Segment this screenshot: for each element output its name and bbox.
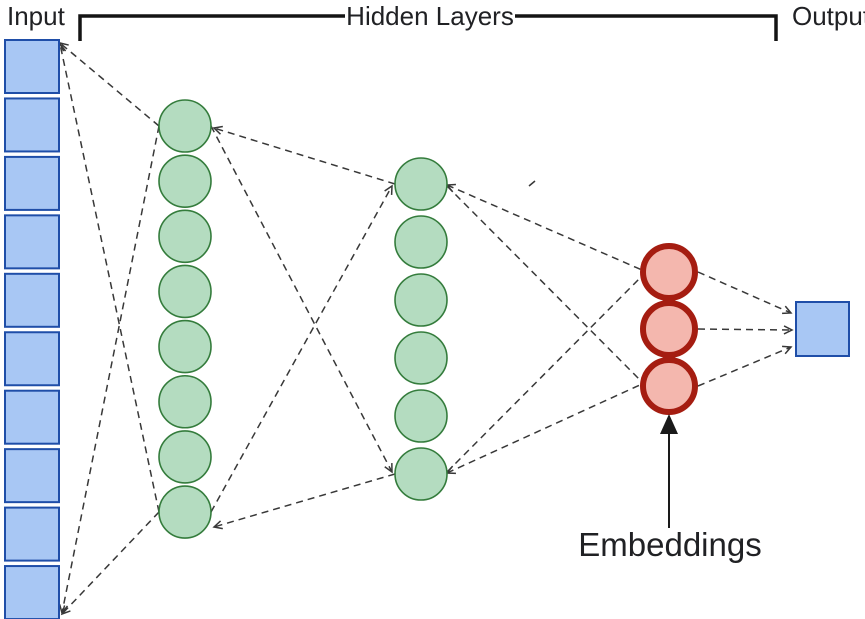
input-node-5 (4, 272, 60, 328)
connection-line-10 (446, 185, 644, 384)
hidden2-node-1 (394, 157, 448, 211)
hidden2-node-5 (394, 389, 448, 443)
hidden2-node-4 (394, 331, 448, 385)
bracket-right (515, 14, 778, 41)
hidden-layers-label: Hidden Layers (346, 1, 514, 31)
input-node-1 (4, 39, 60, 94)
input-node-4 (4, 214, 60, 270)
connection-line-5 (212, 125, 396, 185)
connection-line-14 (697, 325, 794, 335)
edges-layer (57, 41, 794, 616)
connection-line-12 (445, 383, 643, 475)
input-node-8 (4, 448, 60, 504)
hidden1-node-4 (158, 264, 212, 319)
input-node-3 (4, 155, 60, 211)
embeddings-arrow (660, 414, 678, 528)
connection-line-9 (445, 183, 643, 271)
connection-line-6 (212, 473, 396, 530)
hidden2-node-6 (394, 447, 448, 501)
connection-line-2 (57, 42, 160, 513)
connection-line-8 (210, 184, 393, 513)
hidden2-node-3 (394, 273, 448, 327)
input-node-7 (4, 389, 60, 445)
input-node-6 (4, 331, 60, 387)
connection-line-4 (60, 511, 160, 616)
embedding-node-3 (640, 357, 698, 415)
output-node-group (795, 301, 850, 357)
hidden-layer-1-nodes (158, 99, 212, 539)
bracket-left (78, 14, 345, 41)
hidden1-node-3 (158, 209, 212, 264)
hidden1-node-7 (158, 430, 212, 484)
input-label: Input (7, 1, 65, 31)
output-node (795, 301, 850, 357)
connection-line-3 (58, 125, 160, 615)
embedding-node-2 (640, 300, 698, 358)
input-layer-nodes (4, 39, 60, 619)
embedding-node-1 (640, 243, 698, 301)
input-node-10 (4, 565, 60, 619)
hidden-layer-2-nodes (394, 157, 448, 501)
connection-line-15 (697, 345, 793, 387)
hidden1-node-2 (158, 154, 212, 208)
hidden-layers-bracket (78, 14, 778, 41)
output-label: Output (792, 1, 865, 31)
embeddings-label: Embeddings (578, 526, 762, 563)
connection-line-7 (210, 125, 393, 474)
connection-line-13 (697, 271, 793, 315)
hidden1-node-5 (158, 319, 212, 374)
embeddings-arrowhead-icon (660, 414, 678, 434)
stray-mark (528, 180, 536, 187)
hidden1-node-6 (158, 374, 212, 429)
hidden1-node-1 (158, 99, 212, 153)
input-node-9 (4, 506, 60, 562)
hidden2-node-2 (394, 215, 448, 269)
connection-line-11 (446, 274, 644, 473)
embeddings-nodes (640, 243, 698, 415)
connection-line-1 (58, 41, 160, 127)
input-node-2 (4, 97, 60, 153)
hidden1-node-8 (158, 485, 212, 539)
